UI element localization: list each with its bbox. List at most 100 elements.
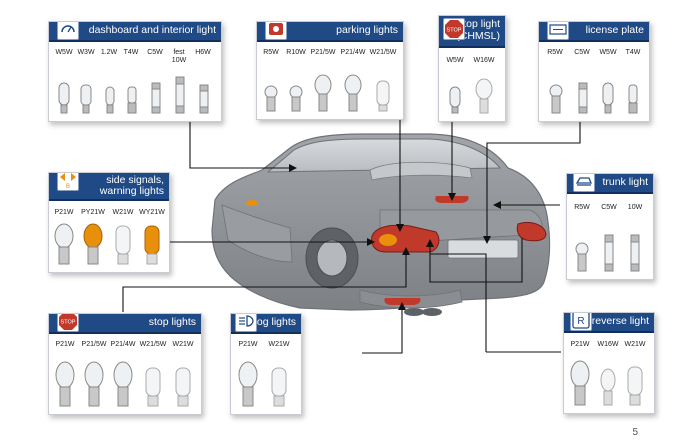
card-title: fog lights <box>253 316 296 328</box>
card-title: dashboard and interior light <box>88 24 216 36</box>
wedge-bulb-icon <box>127 86 137 114</box>
code-label: W5W <box>446 57 464 64</box>
side-marker-lamp <box>246 200 258 206</box>
code-label: WY21W <box>139 209 165 216</box>
exhaust <box>404 308 424 316</box>
stop-sign-icon: STOP <box>57 314 79 332</box>
code-label: T4W <box>625 49 641 56</box>
bayonet-bulb-icon <box>54 223 74 265</box>
license-plate-icon <box>547 22 569 40</box>
svg-text:STOP: STOP <box>61 320 76 326</box>
code-label: P21/4W <box>340 49 366 56</box>
fog-light-icon <box>235 314 257 332</box>
svg-text:STOP: STOP <box>447 28 462 34</box>
code-label: C5W <box>147 49 163 56</box>
code-label: P21/5W <box>81 341 107 348</box>
bayonet-bulb-icon <box>84 361 104 407</box>
wedge-bulb-icon <box>376 80 390 112</box>
svg-text:B: B <box>66 184 70 190</box>
bayonet-bulb-icon <box>344 74 362 112</box>
page-number: 5 <box>632 427 638 438</box>
amber-wedge-bulb-icon <box>144 225 160 265</box>
line-dashboard <box>189 120 290 169</box>
parking-light-icon <box>265 22 287 40</box>
card-title: trunk light <box>602 176 648 188</box>
wedge-bulb-icon <box>80 84 92 114</box>
card-dashboard: dashboard and interior light W5W W3W 1.2… <box>48 21 222 122</box>
wedge-bulb-icon <box>475 78 493 114</box>
reverse-gear-icon: R <box>570 313 592 331</box>
bayonet-bulb-icon <box>55 361 75 407</box>
festoon-bulb-icon <box>199 84 209 114</box>
bayonet-bulb-icon <box>314 74 332 112</box>
wedge-bulb-icon <box>175 367 191 407</box>
wedge-bulb-icon <box>602 82 614 114</box>
bayonet-bulb-icon <box>238 361 258 407</box>
code-label: 1.2W <box>100 49 118 56</box>
wedge-bulb-icon <box>145 367 161 407</box>
card-title-line1: stop light <box>457 18 500 30</box>
festoon-bulb-icon <box>604 234 614 272</box>
line-reverse <box>429 246 487 352</box>
code-label: 10W <box>627 204 643 211</box>
dashboard-icon <box>57 22 79 40</box>
wedge-bulb-icon <box>600 368 616 406</box>
festoon-bulb-icon <box>630 234 640 272</box>
bayonet-bulb-icon <box>113 361 133 407</box>
festoon-bulb-icon <box>151 82 161 114</box>
code-label: W21W <box>268 341 290 348</box>
card-title-line2: (CHMSL) <box>456 30 500 42</box>
festoon-bulb-icon <box>578 82 588 114</box>
line-reverse-2 <box>429 238 523 283</box>
connector-lines <box>122 118 581 354</box>
card-title-line1: side signals, <box>106 174 164 186</box>
line-fog <box>362 309 403 354</box>
bayonet-bulb-icon <box>575 242 589 272</box>
code-label: W16W <box>597 341 619 348</box>
card-parking: parking lights R5W R10W P21/5W P21/4W W2… <box>256 21 404 120</box>
card-trunk-light: trunk light R5W C5W 10W <box>566 173 654 280</box>
card-license-plate: license plate R5W C5W W5W T4W <box>538 21 650 122</box>
bayonet-bulb-icon <box>289 85 303 112</box>
code-label: W5W <box>55 49 73 56</box>
code-label: W21/5W <box>139 341 167 348</box>
code-label: W16W <box>473 57 495 64</box>
code-label: P21/4W <box>110 341 136 348</box>
code-label: W21W <box>624 341 646 348</box>
wedge-bulb-icon <box>627 366 643 406</box>
car-body <box>211 133 551 316</box>
bayonet-bulb-icon <box>549 84 563 114</box>
code-label: T4W <box>123 49 139 56</box>
code-label: P21W <box>570 341 590 348</box>
code-label: C5W <box>574 49 590 56</box>
right-tail-lamp <box>516 221 547 242</box>
code-label: P21/5W <box>310 49 336 56</box>
card-side-signals: side signals, warning lights B P21W PY21… <box>48 172 170 273</box>
code-label: R5W <box>547 49 563 56</box>
turn-signal-icon: B <box>57 173 79 191</box>
festoon-bulb-icon <box>175 76 185 114</box>
bayonet-bulb-icon <box>264 85 278 112</box>
code-label: W21/5W <box>369 49 397 56</box>
card-fog-lights: fog lights P21W W21W <box>230 313 302 415</box>
card-title: stop lights <box>148 316 196 328</box>
wedge-bulb-icon <box>628 84 638 114</box>
stop-sign-icon: STOP <box>443 18 465 40</box>
wedge-bulb-icon <box>58 82 70 114</box>
code-label: W3W <box>77 49 95 56</box>
card-title: parking lights <box>336 24 398 36</box>
code-label: W21W <box>172 341 194 348</box>
license-plate-area <box>447 239 519 259</box>
code-label: R10W <box>286 49 306 56</box>
code-label: fest 10W <box>171 49 187 64</box>
trunk-icon <box>573 174 595 192</box>
card-stop-lights: stop lights STOP P21W P21/5W P21/4W W21/… <box>48 313 202 415</box>
code-label: R5W <box>263 49 279 56</box>
code-label: PY21W <box>81 209 105 216</box>
amber-bulb-icon <box>83 223 103 265</box>
bayonet-bulb-icon <box>570 360 590 406</box>
card-reverse-light: reverse light R P21W W16W W21W <box>563 312 655 414</box>
code-label: H6W <box>195 49 211 56</box>
